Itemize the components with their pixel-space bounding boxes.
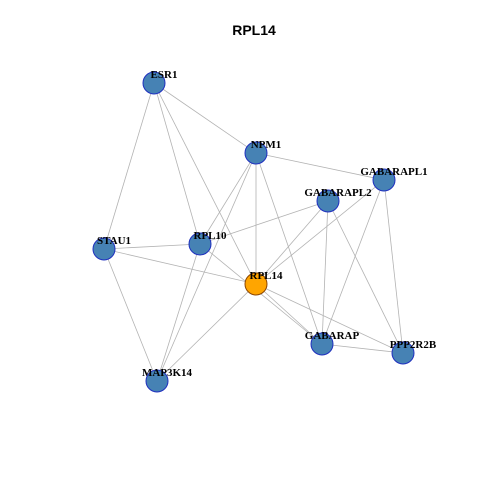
node-label-map3k14: MAP3K14 [142, 367, 193, 379]
edge-npm1-map3k14 [156, 152, 257, 382]
edge-gabarap-ppp2r2b [321, 343, 404, 354]
node-esr1[interactable] [142, 71, 166, 95]
diagram-title: RPL14 [232, 22, 276, 38]
node-map3k14[interactable] [145, 369, 169, 393]
edge-rpl14-ppp2r2b [255, 283, 404, 354]
edge-gabarapl2-ppp2r2b [327, 200, 404, 354]
node-gabarapl1[interactable] [372, 168, 396, 192]
edge-npm1-gabarapl1 [255, 152, 385, 181]
edge-esr1-npm1 [153, 82, 257, 154]
edge-gabarapl2-rpl14 [255, 200, 329, 285]
node-stau1[interactable] [92, 237, 116, 261]
edge-gabarapl1-ppp2r2b [383, 179, 404, 354]
edge-stau1-rpl10 [103, 243, 201, 250]
edge-rpl10-map3k14 [156, 243, 201, 382]
edge-gabarapl1-rpl14 [255, 179, 385, 285]
edge-rpl14-map3k14 [156, 283, 257, 382]
edge-rpl14-gabarap [255, 283, 323, 345]
node-label-ppp2r2b: PPP2R2B [390, 339, 437, 351]
node-label-stau1: STAU1 [97, 235, 131, 247]
node-label-esr1: ESR1 [151, 69, 178, 81]
edge-npm1-gabarap [255, 152, 323, 345]
node-label-npm1: NPM1 [251, 139, 282, 151]
node-label-gabarapl2: GABARAPL2 [304, 187, 372, 199]
node-rpl14[interactable] [244, 272, 268, 296]
node-rpl10[interactable] [188, 232, 212, 256]
node-gabarapl2[interactable] [316, 189, 340, 213]
edge-esr1-rpl14 [153, 82, 257, 285]
edge-gabarapl1-gabarap [321, 179, 385, 345]
edge-stau1-rpl14 [103, 248, 257, 285]
edge-npm1-rpl10 [199, 152, 257, 245]
node-gabarap[interactable] [310, 332, 334, 356]
node-label-rpl14: RPL14 [250, 270, 284, 282]
edge-esr1-stau1 [103, 82, 155, 250]
edge-esr1-rpl10 [153, 82, 201, 245]
node-ppp2r2b[interactable] [391, 341, 415, 365]
node-label-rpl10: RPL10 [194, 230, 228, 242]
edge-layer [103, 82, 404, 382]
node-label-gabarapl1: GABARAPL1 [360, 166, 427, 178]
node-npm1[interactable] [244, 141, 268, 165]
edge-gabarapl2-gabarap [321, 200, 329, 345]
node-label-gabarap: GABARAP [305, 330, 360, 342]
edge-stau1-map3k14 [103, 248, 158, 382]
edge-gabarapl2-rpl10 [199, 200, 329, 245]
